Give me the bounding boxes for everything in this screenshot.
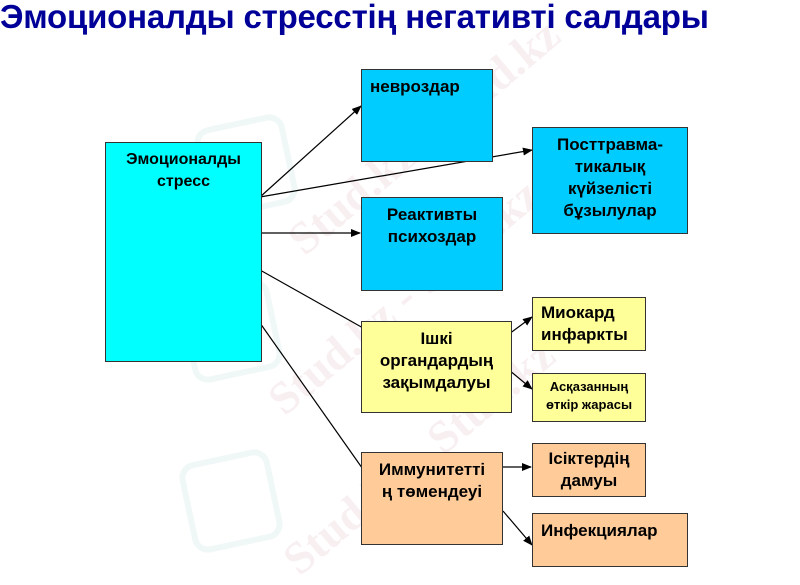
node-internal-organs: Ішкі органдардың зақымдалуы (361, 321, 512, 413)
node-infections: Инфекциялар (532, 513, 688, 567)
node-label: Асқазанның өткір жарасы (545, 379, 633, 412)
node-label: Инфекциялар (541, 521, 658, 540)
node-immunity-decrease: Иммунитетті ң төмендеуі (361, 452, 503, 545)
node-label: Ісіктердің дамуы (548, 449, 630, 490)
arrow-immunity-infections (502, 510, 533, 546)
node-label: Эмоционалды стресс (126, 151, 241, 190)
node-label: Реактивты психоздар (386, 205, 478, 246)
arrow-root-neuroses (259, 105, 362, 198)
node-label: невроздар (370, 77, 460, 96)
node-label: Ішкі органдардың зақымдалуы (379, 329, 494, 392)
slide-title: Эмоционалды стресстің негативті салдары (0, 0, 709, 35)
node-stomach-ulcer: Асқазанның өткір жарасы (532, 373, 646, 422)
node-reactive-psychoses: Реактивты психоздар (361, 197, 503, 291)
node-label: Миокард инфаркты (541, 303, 628, 344)
node-ptsd: Посттравма- тикалық күйзелісті бұзылулар (532, 127, 688, 234)
node-label: Иммунитетті ң төмендеуі (378, 460, 486, 501)
node-tumors: Ісіктердің дамуы (532, 443, 646, 497)
node-neuroses: невроздар (361, 69, 493, 162)
arrow-root-immunity (259, 322, 373, 483)
arrow-root-organs (259, 269, 373, 334)
connector-arrows (259, 105, 533, 546)
node-myocardial-infarction: Миокард инфаркты (532, 297, 646, 351)
node-emotional-stress: Эмоционалды стресс (105, 142, 262, 362)
node-label: Посттравма- тикалық күйзелісті бұзылулар (556, 135, 664, 220)
